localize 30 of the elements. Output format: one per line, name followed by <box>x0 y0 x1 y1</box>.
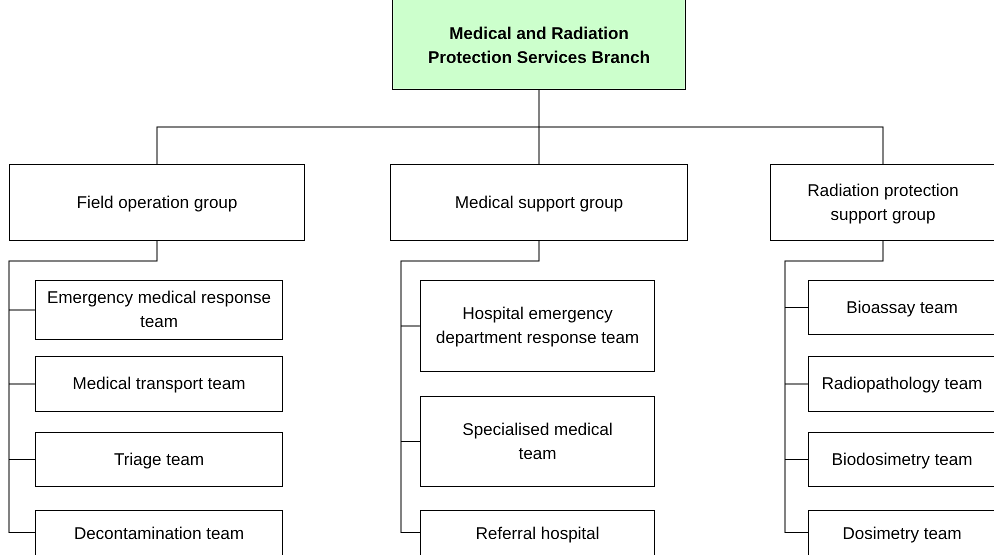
unit-box <box>35 356 283 412</box>
unit-name: Radiation protection support group <box>806 180 960 226</box>
unit-box <box>35 280 283 340</box>
unit-name: Medical transport team <box>72 373 246 395</box>
unit-name: Radiopathology team <box>820 373 984 395</box>
unit-box <box>770 164 994 241</box>
unit-box <box>420 280 655 372</box>
unit-box <box>808 356 994 412</box>
unit-box <box>808 280 994 335</box>
unit-box <box>35 510 283 555</box>
unit-box <box>420 396 655 487</box>
unit-name: Specialised medical team <box>461 418 614 464</box>
unit-name: Decontamination team <box>72 523 246 545</box>
unit-box <box>420 510 655 555</box>
unit-box <box>808 510 994 555</box>
unit-name: Hospital emergency department response team <box>434 303 640 349</box>
unit-box <box>808 432 994 487</box>
unit-box <box>390 164 688 241</box>
unit-name: Field operation group <box>76 192 238 214</box>
unit-name: Medical support group <box>454 192 624 214</box>
unit-box <box>35 432 283 487</box>
unit-name: Dosimetry team <box>841 523 963 545</box>
unit-box <box>9 164 305 241</box>
unit-name: Emergency medical response team <box>46 287 272 333</box>
branch-title: Medical and Radiation Protection Services Branch <box>426 23 652 69</box>
unit-name: Bioassay team <box>845 296 959 318</box>
unit-name: Referral hospital <box>474 523 600 545</box>
unit-name: Triage team <box>112 448 206 470</box>
unit-name: Biodosimetry team <box>830 448 974 470</box>
branch-box <box>392 0 686 90</box>
